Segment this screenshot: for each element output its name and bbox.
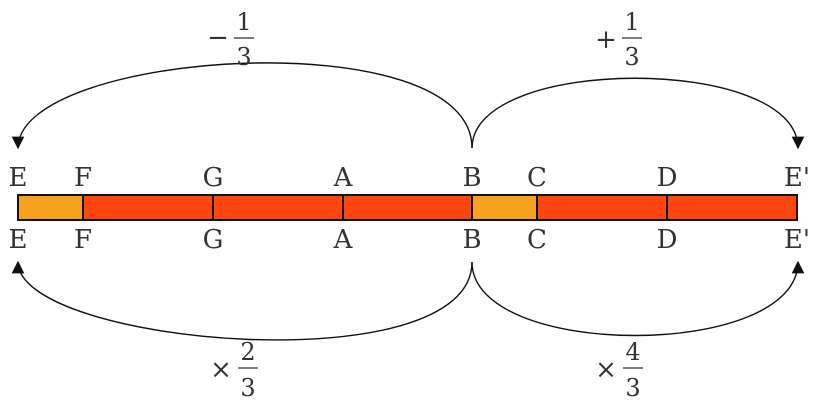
note-label-bottom-0: E [9, 225, 28, 255]
op-bottom-right: × [595, 355, 617, 385]
num-bottom-right: 4 [625, 338, 640, 366]
note-label-top-5: C [527, 163, 547, 193]
note-label-bottom-5: C [527, 225, 547, 255]
num-top-left: 1 [236, 8, 251, 36]
note-label-bottom-2: G [203, 225, 224, 255]
op-bottom-left: × [210, 355, 232, 385]
arc-top-left [11, 62, 473, 150]
arc-bottom-right [471, 260, 805, 337]
note-label-top-0: E [9, 163, 28, 193]
bar-segment-4 [471, 194, 538, 221]
label-bottom-left: × 2 3 [210, 338, 258, 402]
bar-segment-5 [536, 194, 668, 221]
den-bottom-right: 3 [625, 374, 640, 402]
bar-segment-1 [82, 194, 214, 221]
den-bottom-left: 3 [240, 374, 255, 402]
den-top-left: 3 [236, 43, 251, 71]
arc-top-right [471, 77, 805, 150]
bar-segment-2 [212, 194, 344, 221]
note-label-top-4: B [462, 163, 481, 193]
op-top-right: + [595, 25, 617, 55]
num-bottom-left: 2 [240, 338, 255, 366]
num-top-right: 1 [624, 8, 639, 36]
bar-segment-3 [342, 194, 473, 221]
note-labels-bottom: E F G A B C D E' [9, 225, 811, 255]
label-bottom-right: × 4 3 [595, 338, 643, 402]
note-label-bottom-6: D [657, 225, 678, 255]
bar-segment-6 [666, 194, 798, 221]
label-top-left: − 1 3 [207, 8, 254, 71]
op-top-left: − [207, 23, 229, 53]
note-label-bottom-7: E' [784, 225, 810, 255]
note-label-bottom-3: A [333, 225, 354, 255]
label-top-right: + 1 3 [595, 8, 642, 71]
arc-bottom-left [11, 260, 473, 341]
note-label-top-2: G [203, 163, 224, 193]
note-label-bottom-1: F [74, 225, 92, 255]
note-label-top-3: A [333, 163, 354, 193]
note-labels-top: E F G A B C D E' [9, 163, 811, 193]
note-bar [17, 194, 798, 221]
note-label-bottom-4: B [462, 225, 481, 255]
bar-segment-0 [17, 194, 84, 221]
note-label-top-1: F [74, 163, 92, 193]
den-top-right: 3 [624, 43, 639, 71]
note-label-top-6: D [657, 163, 678, 193]
note-label-top-7: E' [784, 163, 810, 193]
